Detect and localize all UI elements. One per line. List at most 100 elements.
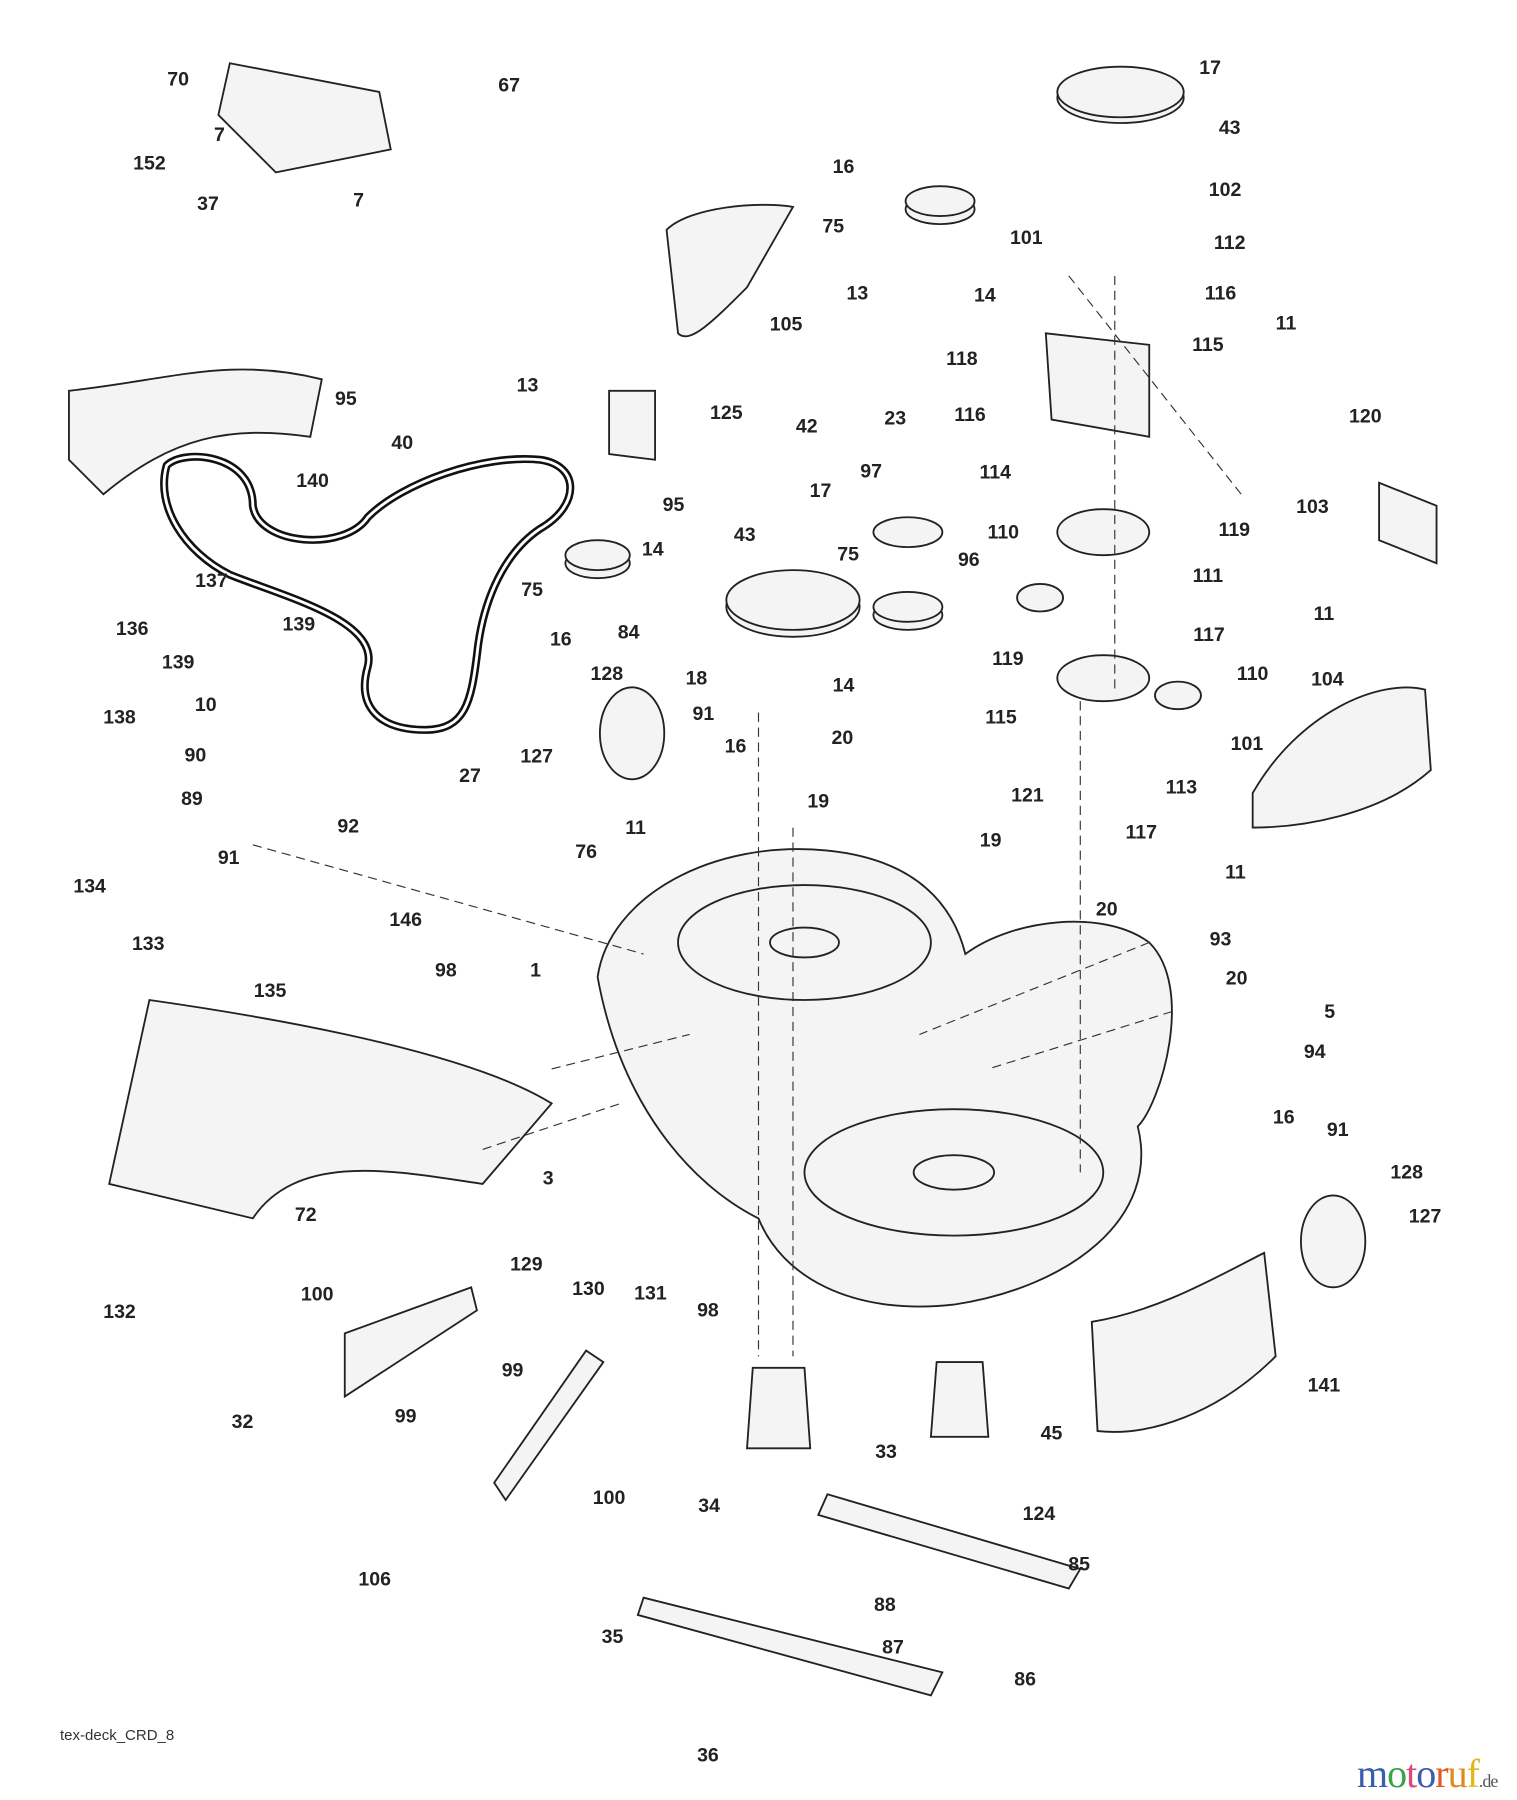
part-callout: 128 xyxy=(1390,1162,1423,1184)
part-callout: 113 xyxy=(1166,777,1198,799)
part-callout: 16 xyxy=(1273,1107,1295,1129)
part-callout: 1 xyxy=(530,959,541,981)
drawing-code: tex-deck_CRD_8 xyxy=(60,1727,175,1744)
part-callout: 98 xyxy=(697,1300,719,1322)
part-callout: 75 xyxy=(521,579,543,601)
part-callout: 16 xyxy=(833,156,855,178)
part-callout: 5 xyxy=(1324,1001,1335,1023)
part-callout: 111 xyxy=(1193,565,1224,587)
part-callout: 7 xyxy=(214,124,225,146)
part-callout: 3 xyxy=(543,1167,554,1189)
part-callout: 103 xyxy=(1296,496,1329,518)
part-callout: 16 xyxy=(550,628,572,650)
part-callout: 14 xyxy=(833,674,855,696)
part-callout: 75 xyxy=(822,216,844,238)
part-callout: 105 xyxy=(770,313,803,335)
part-callout: 102 xyxy=(1209,179,1242,201)
brand-logo[interactable]: motoruf.de xyxy=(1357,1750,1498,1797)
part-callout: 140 xyxy=(296,470,329,492)
part-callout: 19 xyxy=(980,830,1002,852)
part-callout: 100 xyxy=(301,1284,334,1306)
part-callout: 14 xyxy=(974,285,996,307)
part-callout: 133 xyxy=(132,933,165,955)
part-callout: 115 xyxy=(1192,334,1224,356)
part-callout: 89 xyxy=(181,788,203,810)
part-callout: 127 xyxy=(1409,1205,1442,1227)
brand-letter: r xyxy=(1435,1751,1448,1796)
part-callout: 135 xyxy=(254,980,287,1002)
part-callout: 98 xyxy=(435,959,457,981)
part-callout: 115 xyxy=(985,707,1017,729)
part-callout: 33 xyxy=(875,1441,897,1463)
part-callout: 7 xyxy=(353,189,364,211)
part-callout: 35 xyxy=(602,1626,624,1648)
part-callout: 16 xyxy=(725,735,747,757)
part-callout: 17 xyxy=(1199,57,1221,79)
part-callout: 45 xyxy=(1041,1423,1063,1445)
part-callout: 40 xyxy=(391,432,413,454)
part-callout: 43 xyxy=(1219,117,1241,139)
belt-cover-right xyxy=(1251,686,1432,829)
blade-left xyxy=(636,1596,944,1697)
part-callout: 86 xyxy=(1014,1669,1036,1691)
brand-letter: t xyxy=(1406,1751,1417,1796)
part-callout: 32 xyxy=(232,1411,254,1433)
part-callout: 104 xyxy=(1311,669,1344,691)
part-callout: 84 xyxy=(618,621,640,643)
part-callout: 91 xyxy=(692,703,714,725)
part-callout: 130 xyxy=(572,1278,605,1300)
part-callout: 99 xyxy=(395,1405,417,1427)
part-callout: 85 xyxy=(1068,1554,1090,1576)
part-callout: 139 xyxy=(283,613,316,635)
discharge-chute xyxy=(108,998,554,1220)
part-callout: 14 xyxy=(642,539,664,561)
part-callout: 27 xyxy=(459,765,481,787)
part-callout: 96 xyxy=(958,549,980,571)
part-callout: 127 xyxy=(520,746,553,768)
part-callout: 114 xyxy=(980,462,1012,484)
brand-letter: f xyxy=(1466,1751,1480,1796)
brand-letter: o xyxy=(1416,1751,1436,1796)
belt-cover-left xyxy=(68,368,323,496)
part-callout: 11 xyxy=(1276,312,1297,334)
part-callout: 18 xyxy=(686,667,708,689)
brand-letter: u xyxy=(1447,1751,1468,1796)
part-callout: 116 xyxy=(954,404,986,426)
part-callout: 23 xyxy=(884,408,906,430)
part-callout: 110 xyxy=(988,521,1020,543)
part-callout: 95 xyxy=(335,388,357,410)
part-callout: 88 xyxy=(874,1594,896,1616)
part-callout: 11 xyxy=(625,817,646,839)
part-callout: 119 xyxy=(992,648,1024,670)
blade-right xyxy=(816,1493,1082,1590)
part-callout: 118 xyxy=(946,348,978,370)
part-callout: 119 xyxy=(1219,519,1251,541)
part-callout: 132 xyxy=(103,1301,136,1323)
part-callout: 117 xyxy=(1193,624,1224,646)
part-callout: 34 xyxy=(698,1495,720,1517)
part-callout: 91 xyxy=(218,847,240,869)
part-callout: 70 xyxy=(167,69,189,91)
part-callout: 137 xyxy=(195,570,228,592)
part-callout: 99 xyxy=(502,1359,524,1381)
drive-belt xyxy=(160,452,575,734)
part-callout: 90 xyxy=(185,744,207,766)
part-callout: 100 xyxy=(593,1487,626,1509)
part-callout: 141 xyxy=(1308,1374,1341,1396)
part-callout: 20 xyxy=(1226,967,1248,989)
part-callout: 106 xyxy=(358,1569,391,1591)
part-callout: 13 xyxy=(846,282,868,304)
deflector xyxy=(1090,1251,1277,1433)
part-callout: 92 xyxy=(337,816,359,838)
part-callout: 72 xyxy=(295,1204,317,1226)
part-callout: 136 xyxy=(116,618,149,640)
part-callout: 101 xyxy=(1010,227,1043,249)
part-callout: 125 xyxy=(710,402,743,424)
part-callout: 37 xyxy=(197,193,219,215)
brand-letter: o xyxy=(1387,1751,1407,1796)
part-callout: 124 xyxy=(1023,1503,1056,1525)
part-callout: 95 xyxy=(663,494,685,516)
brand-letter: m xyxy=(1357,1751,1388,1796)
part-callout: 87 xyxy=(882,1636,904,1658)
